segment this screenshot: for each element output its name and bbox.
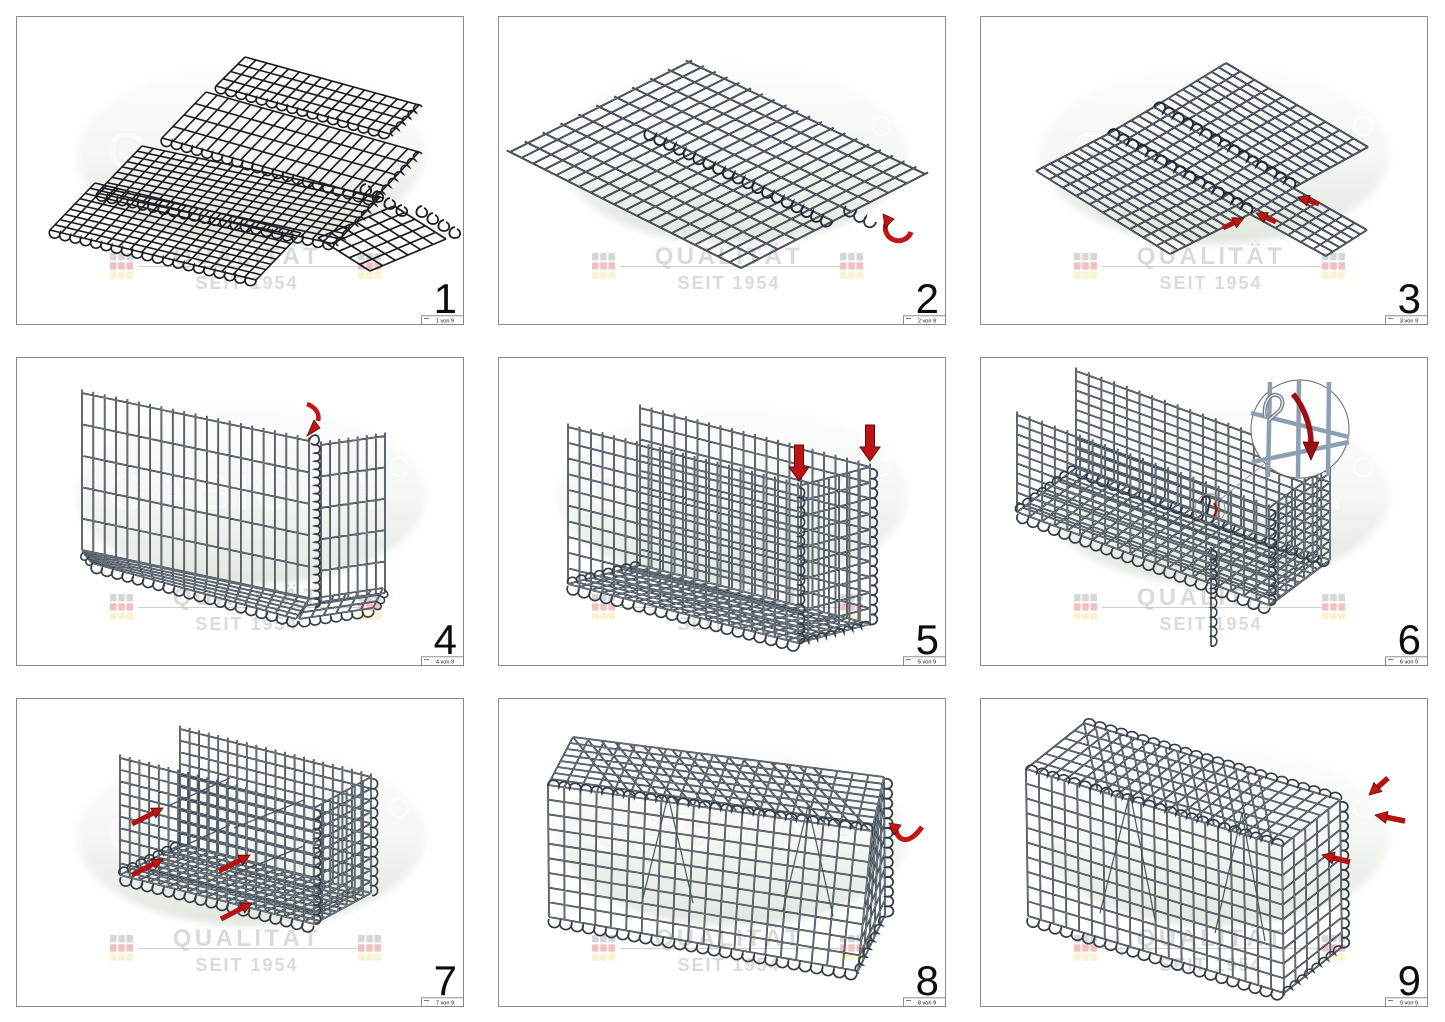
svg-text:2: 2 [916, 275, 939, 322]
svg-text:SEIT 1954: SEIT 1954 [195, 955, 298, 975]
svg-text:4 von 9: 4 von 9 [436, 660, 454, 666]
svg-text:SEIT 1954: SEIT 1954 [677, 273, 780, 293]
svg-text:7: 7 [434, 957, 457, 1004]
svg-text:SEIT 1954: SEIT 1954 [195, 614, 298, 634]
svg-text:5 von 9: 5 von 9 [918, 660, 936, 666]
svg-text:9 von 9: 9 von 9 [1399, 1001, 1417, 1007]
svg-text:6 von 9: 6 von 9 [1399, 660, 1417, 666]
svg-text:8 von 9: 8 von 9 [918, 1001, 936, 1007]
svg-text:4: 4 [434, 616, 457, 663]
svg-text:9: 9 [1397, 957, 1420, 1004]
svg-text:8: 8 [916, 957, 939, 1004]
svg-text:SEIT 1954: SEIT 1954 [1159, 614, 1262, 634]
svg-text:SEIT 1954: SEIT 1954 [1159, 273, 1262, 293]
svg-text:6: 6 [1397, 616, 1420, 663]
svg-text:1: 1 [434, 275, 457, 322]
svg-text:5: 5 [916, 616, 939, 663]
svg-text:2 von 9: 2 von 9 [918, 319, 936, 325]
svg-text:QUALITÄT: QUALITÄT [173, 925, 322, 952]
svg-text:1 von 9: 1 von 9 [436, 319, 454, 325]
svg-text:3 von 9: 3 von 9 [1399, 319, 1417, 325]
svg-text:SEIT 1954: SEIT 1954 [1159, 955, 1262, 975]
svg-text:GABIONA: GABIONA [106, 462, 382, 522]
svg-text:3: 3 [1397, 275, 1420, 322]
svg-text:7 von 9: 7 von 9 [436, 1001, 454, 1007]
